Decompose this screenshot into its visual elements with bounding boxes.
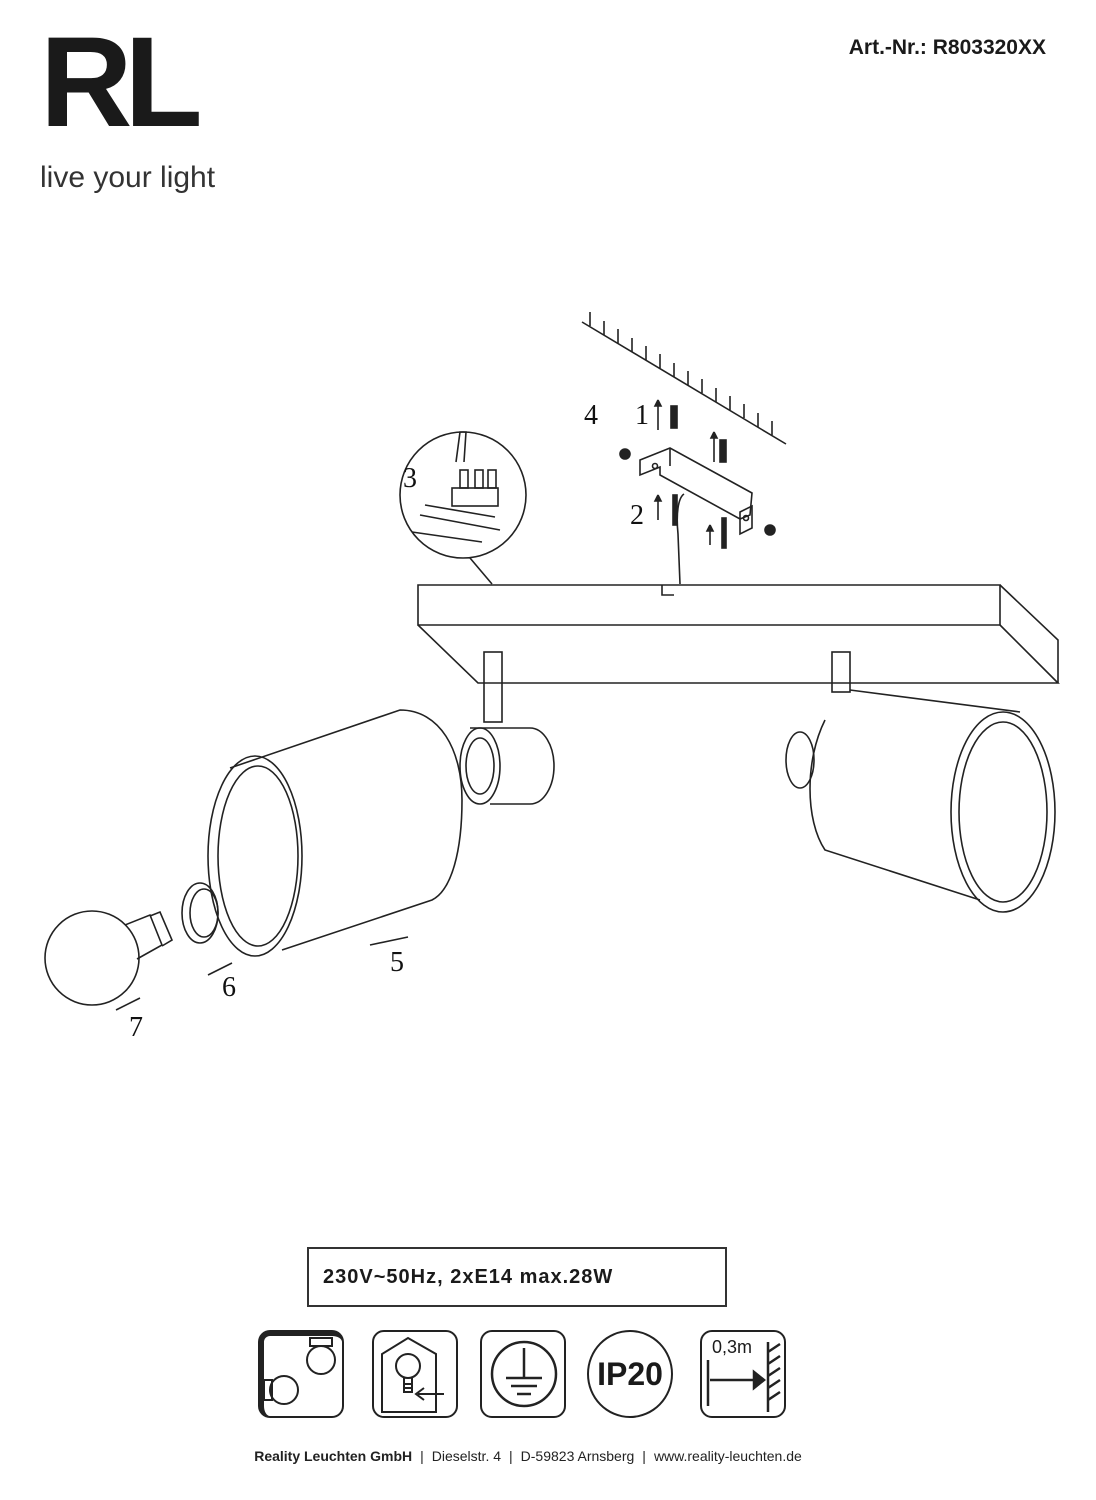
- light-bulb: [44, 910, 174, 1006]
- mounting-bracket: [639, 447, 753, 585]
- electrical-specs: 230V~50Hz, 2xE14 max.28W: [307, 1247, 727, 1307]
- city: D-59823 Arnsberg: [520, 1448, 635, 1464]
- terminal-block-detail: [399, 431, 527, 585]
- step-6-label: 6: [222, 972, 236, 1003]
- step-7-label: 7: [129, 1012, 143, 1043]
- step-1-label: 1: [635, 400, 649, 431]
- assembly-diagram: [44, 312, 1060, 1011]
- lampholder-ring: [181, 882, 219, 944]
- left-shade: [207, 709, 463, 957]
- step-3-label: 3: [403, 463, 417, 494]
- separator: |: [642, 1448, 646, 1464]
- step-5-label: 5: [390, 947, 404, 978]
- protective-earth-icon: [480, 1330, 566, 1418]
- step-2-label: 2: [630, 500, 644, 531]
- logo-tagline: live your light: [40, 161, 216, 194]
- adjustable-spot-icon: [258, 1330, 344, 1418]
- ip-rating-icon: IP20: [587, 1330, 673, 1418]
- indoor-use-icon: [372, 1330, 458, 1418]
- brand-logo: RL live your light: [40, 8, 215, 196]
- right-shade: [785, 651, 1056, 913]
- logo-mark: RL: [40, 11, 203, 154]
- step-4-label: 4: [584, 400, 598, 431]
- website-link[interactable]: www.reality-leuchten.de: [653, 1448, 802, 1464]
- street: Dieselstr. 4: [431, 1448, 502, 1464]
- article-number: Art.-Nr.: R803320XX: [848, 36, 1046, 59]
- separator: |: [509, 1448, 513, 1464]
- dowels-and-screws: [619, 399, 776, 549]
- direction-arrows: [115, 936, 409, 1011]
- left-arm-socket: [459, 651, 555, 805]
- min-distance-icon: 0,3m: [700, 1330, 786, 1418]
- footer-address: Reality Leuchten GmbH | Dieselstr. 4 | D-598…: [0, 1448, 1056, 1464]
- ceiling-hatch: [581, 312, 787, 445]
- company-name: Reality Leuchten GmbH: [254, 1448, 413, 1464]
- distance-label: 0,3m: [712, 1337, 753, 1357]
- separator: |: [420, 1448, 424, 1464]
- canopy-bar: [417, 584, 1060, 684]
